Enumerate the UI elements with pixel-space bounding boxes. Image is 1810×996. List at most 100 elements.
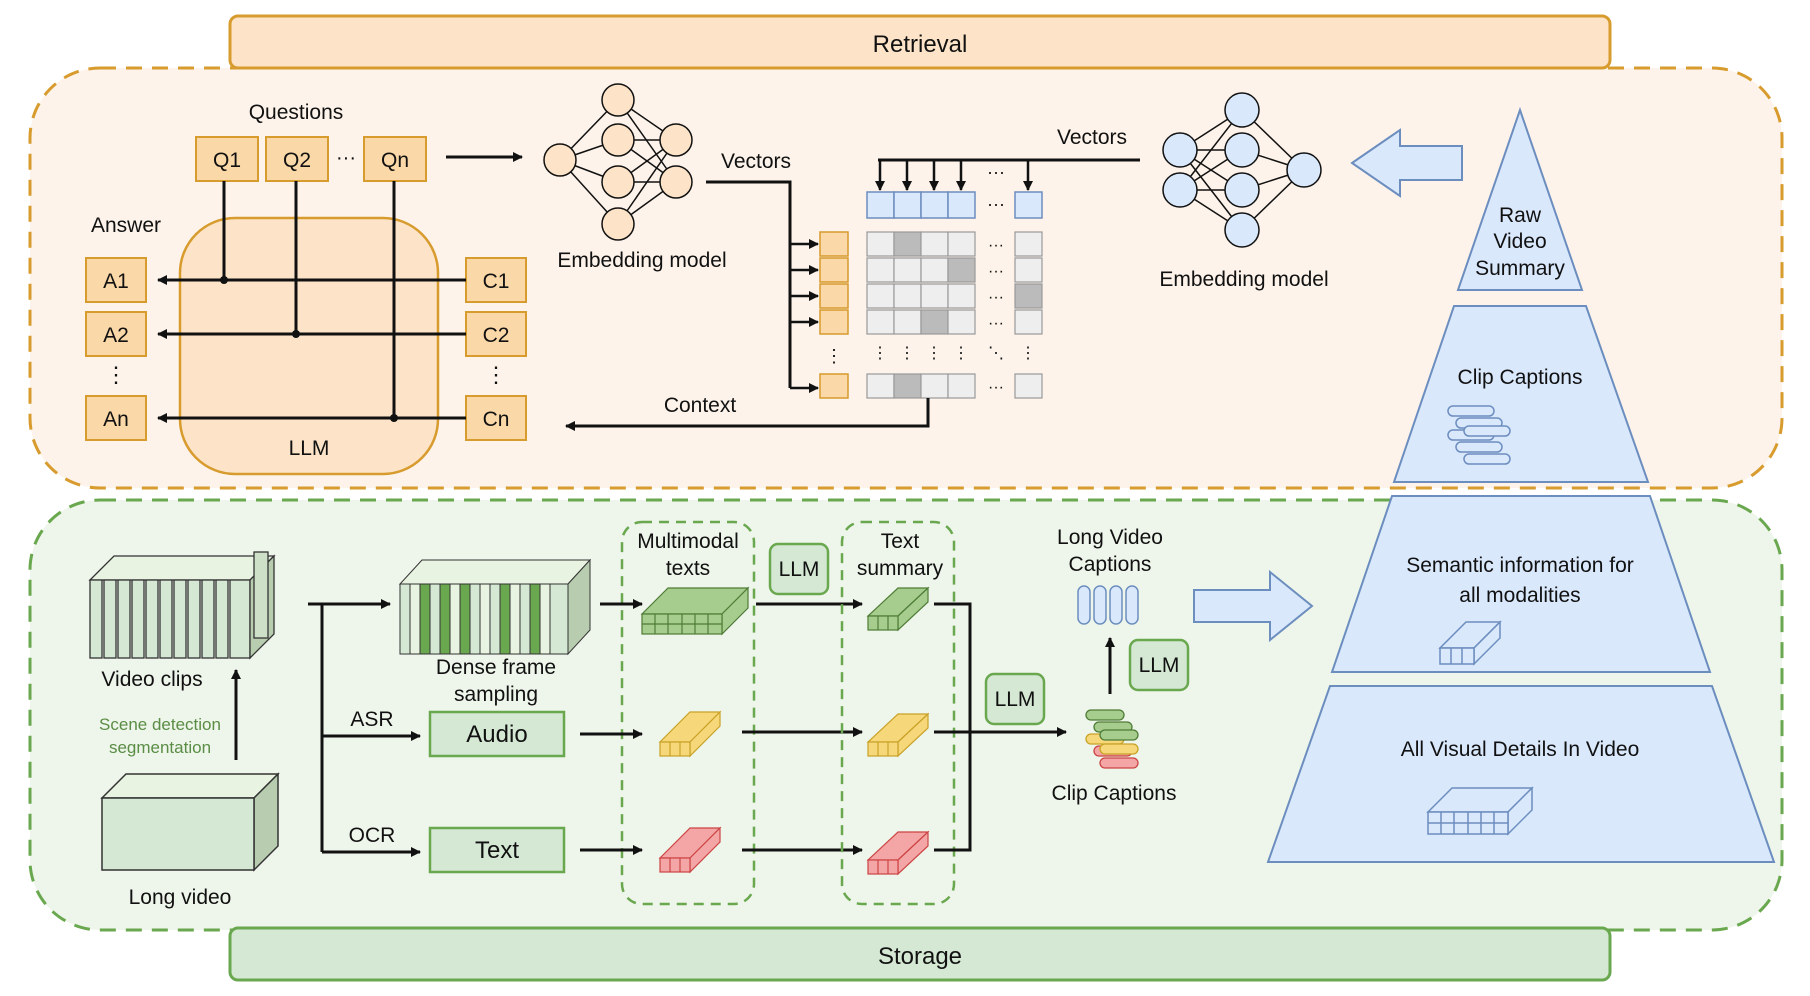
- llm-box-storage-top: [768, 542, 830, 596]
- answer-box-an: [85, 395, 147, 441]
- asr-label: ASR: [350, 708, 393, 731]
- pyramid-to-embedding-arrow: [1350, 128, 1463, 198]
- similarity-matrix: [866, 231, 1043, 399]
- vectors-left-label: Vectors: [721, 150, 791, 173]
- vector-row-dots: ···: [987, 194, 1005, 214]
- llm-storage-top-label: LLM: [779, 558, 820, 581]
- svg-text:⋮: ⋮: [953, 345, 969, 362]
- pyramid-tier-1: [1456, 106, 1584, 291]
- matrix-ellipses: ··· ··· ··· ··· ··· ⋮ ⋮ ⋮ ⋮ ⋮ ⋱: [872, 237, 1036, 396]
- vector-top-dots: ···: [987, 162, 1005, 182]
- svg-text:⋱: ⋱: [988, 345, 1004, 362]
- question-qn: Qn: [381, 149, 409, 172]
- retrieval-banner-label: Retrieval: [873, 31, 968, 58]
- audio-label: Audio: [466, 721, 527, 748]
- pyramid-tier-4: [1266, 685, 1776, 863]
- text-summary-label-2: summary: [857, 557, 944, 580]
- questions-label: Questions: [249, 101, 344, 124]
- vector-top-arrows: [875, 160, 1033, 191]
- text-summary-label-1: Text: [881, 530, 920, 553]
- context-cn: Cn: [483, 408, 510, 431]
- pyramid-tier-3-line-2: all modalities: [1459, 584, 1580, 607]
- svg-text:···: ···: [988, 237, 1004, 254]
- multimodal-label-2: texts: [666, 557, 710, 580]
- context-box-c2: [465, 311, 527, 357]
- answer-label: Answer: [91, 214, 161, 237]
- audio-box: [428, 710, 566, 758]
- question-box-q1: [195, 136, 259, 182]
- llm-storage-right-label: LLM: [1139, 654, 1180, 677]
- question-q1: Q1: [213, 149, 241, 172]
- text-summary-group: [840, 520, 956, 906]
- context-label: Context: [664, 394, 737, 417]
- junction-q1: [220, 276, 228, 284]
- visual-text-cube-icon: [640, 586, 750, 636]
- junction-q2: [292, 330, 300, 338]
- svg-text:⋮: ⋮: [1020, 345, 1036, 362]
- long-video-captions-label-2: Captions: [1069, 553, 1152, 576]
- context-c1: C1: [483, 270, 510, 293]
- audio-text-cube-icon: [658, 710, 722, 758]
- svg-text:···: ···: [988, 315, 1004, 332]
- clip-captions-stack-icon: [1447, 405, 1511, 465]
- text-label: Text: [475, 837, 519, 864]
- document-vector-row: [866, 191, 1043, 219]
- scene-detection-label-2: segmentation: [109, 738, 211, 757]
- pyramid-tier-3-line-1: Semantic information for: [1406, 554, 1634, 577]
- storage-to-pyramid-arrow: [1193, 569, 1314, 643]
- embedding-network-left-nodes: [543, 83, 693, 241]
- question-dots: ···: [336, 147, 356, 169]
- answer-vdots: ⋮: [105, 362, 127, 387]
- dense-frames-icon: [398, 558, 592, 656]
- embedding-model-right-label: Embedding model: [1159, 268, 1328, 291]
- video-clips-label: Video clips: [101, 668, 202, 691]
- summary-red-cube-icon: [866, 830, 930, 876]
- svg-text:⋮: ⋮: [872, 345, 888, 362]
- context-box-cn: [465, 395, 527, 441]
- context-box-c1: [465, 257, 527, 303]
- long-video-captions-label-1: Long Video: [1057, 526, 1163, 549]
- pyramid-tier-2-label: Clip Captions: [1458, 366, 1583, 389]
- summary-yellow-cube-icon: [866, 712, 930, 758]
- context-vdots: ⋮: [485, 362, 507, 387]
- svg-text:···: ···: [988, 263, 1004, 280]
- query-vector-column: [819, 231, 849, 399]
- pyramid-tier-4-label: All Visual Details In Video: [1401, 738, 1640, 761]
- visual-details-cube-icon: [1426, 786, 1534, 836]
- answer-box-a2: [85, 311, 147, 357]
- vectors-left-path: [706, 180, 792, 388]
- dense-frame-label-1: Dense frame: [436, 656, 556, 679]
- pyramid-tier-3: [1330, 495, 1712, 673]
- llm-box-storage-mid: [984, 672, 1046, 726]
- svg-text:···: ···: [988, 289, 1004, 306]
- query-column-vdots: ⋮: [825, 346, 843, 366]
- storage-banner: [228, 926, 1612, 982]
- long-video-label: Long video: [129, 886, 232, 909]
- semantic-cube-icon: [1438, 620, 1502, 666]
- svg-text:···: ···: [988, 379, 1004, 396]
- embedding-model-left-label: Embedding model: [557, 249, 726, 272]
- llm-region: [178, 216, 440, 476]
- vectors-right-label: Vectors: [1057, 126, 1127, 149]
- llm-storage-mid-label: LLM: [995, 688, 1036, 711]
- llm-box-storage-right: [1128, 638, 1190, 692]
- dense-frame-label-2: sampling: [454, 683, 538, 706]
- question-q2: Q2: [283, 149, 311, 172]
- scene-detection-label-1: Scene detection: [99, 715, 221, 734]
- multimodal-label-1: Multimodal: [637, 530, 739, 553]
- pyramid-tier-1-line-2: Video: [1493, 230, 1546, 253]
- ocr-text-cube-icon: [658, 826, 722, 874]
- question-box-q2: [265, 136, 329, 182]
- pyramid-tier-1-line-1: Raw: [1499, 204, 1542, 227]
- embedding-network-right-nodes: [1162, 92, 1322, 248]
- answer-box-a1: [85, 257, 147, 303]
- pyramid-tier-1-line-3: Summary: [1475, 257, 1565, 280]
- answer-a2: A2: [103, 324, 129, 347]
- clip-captions-label: Clip Captions: [1052, 782, 1177, 805]
- multimodal-group: [620, 520, 756, 906]
- retrieval-banner: [228, 14, 1612, 70]
- context-c2: C2: [483, 324, 510, 347]
- answer-a1: A1: [103, 270, 129, 293]
